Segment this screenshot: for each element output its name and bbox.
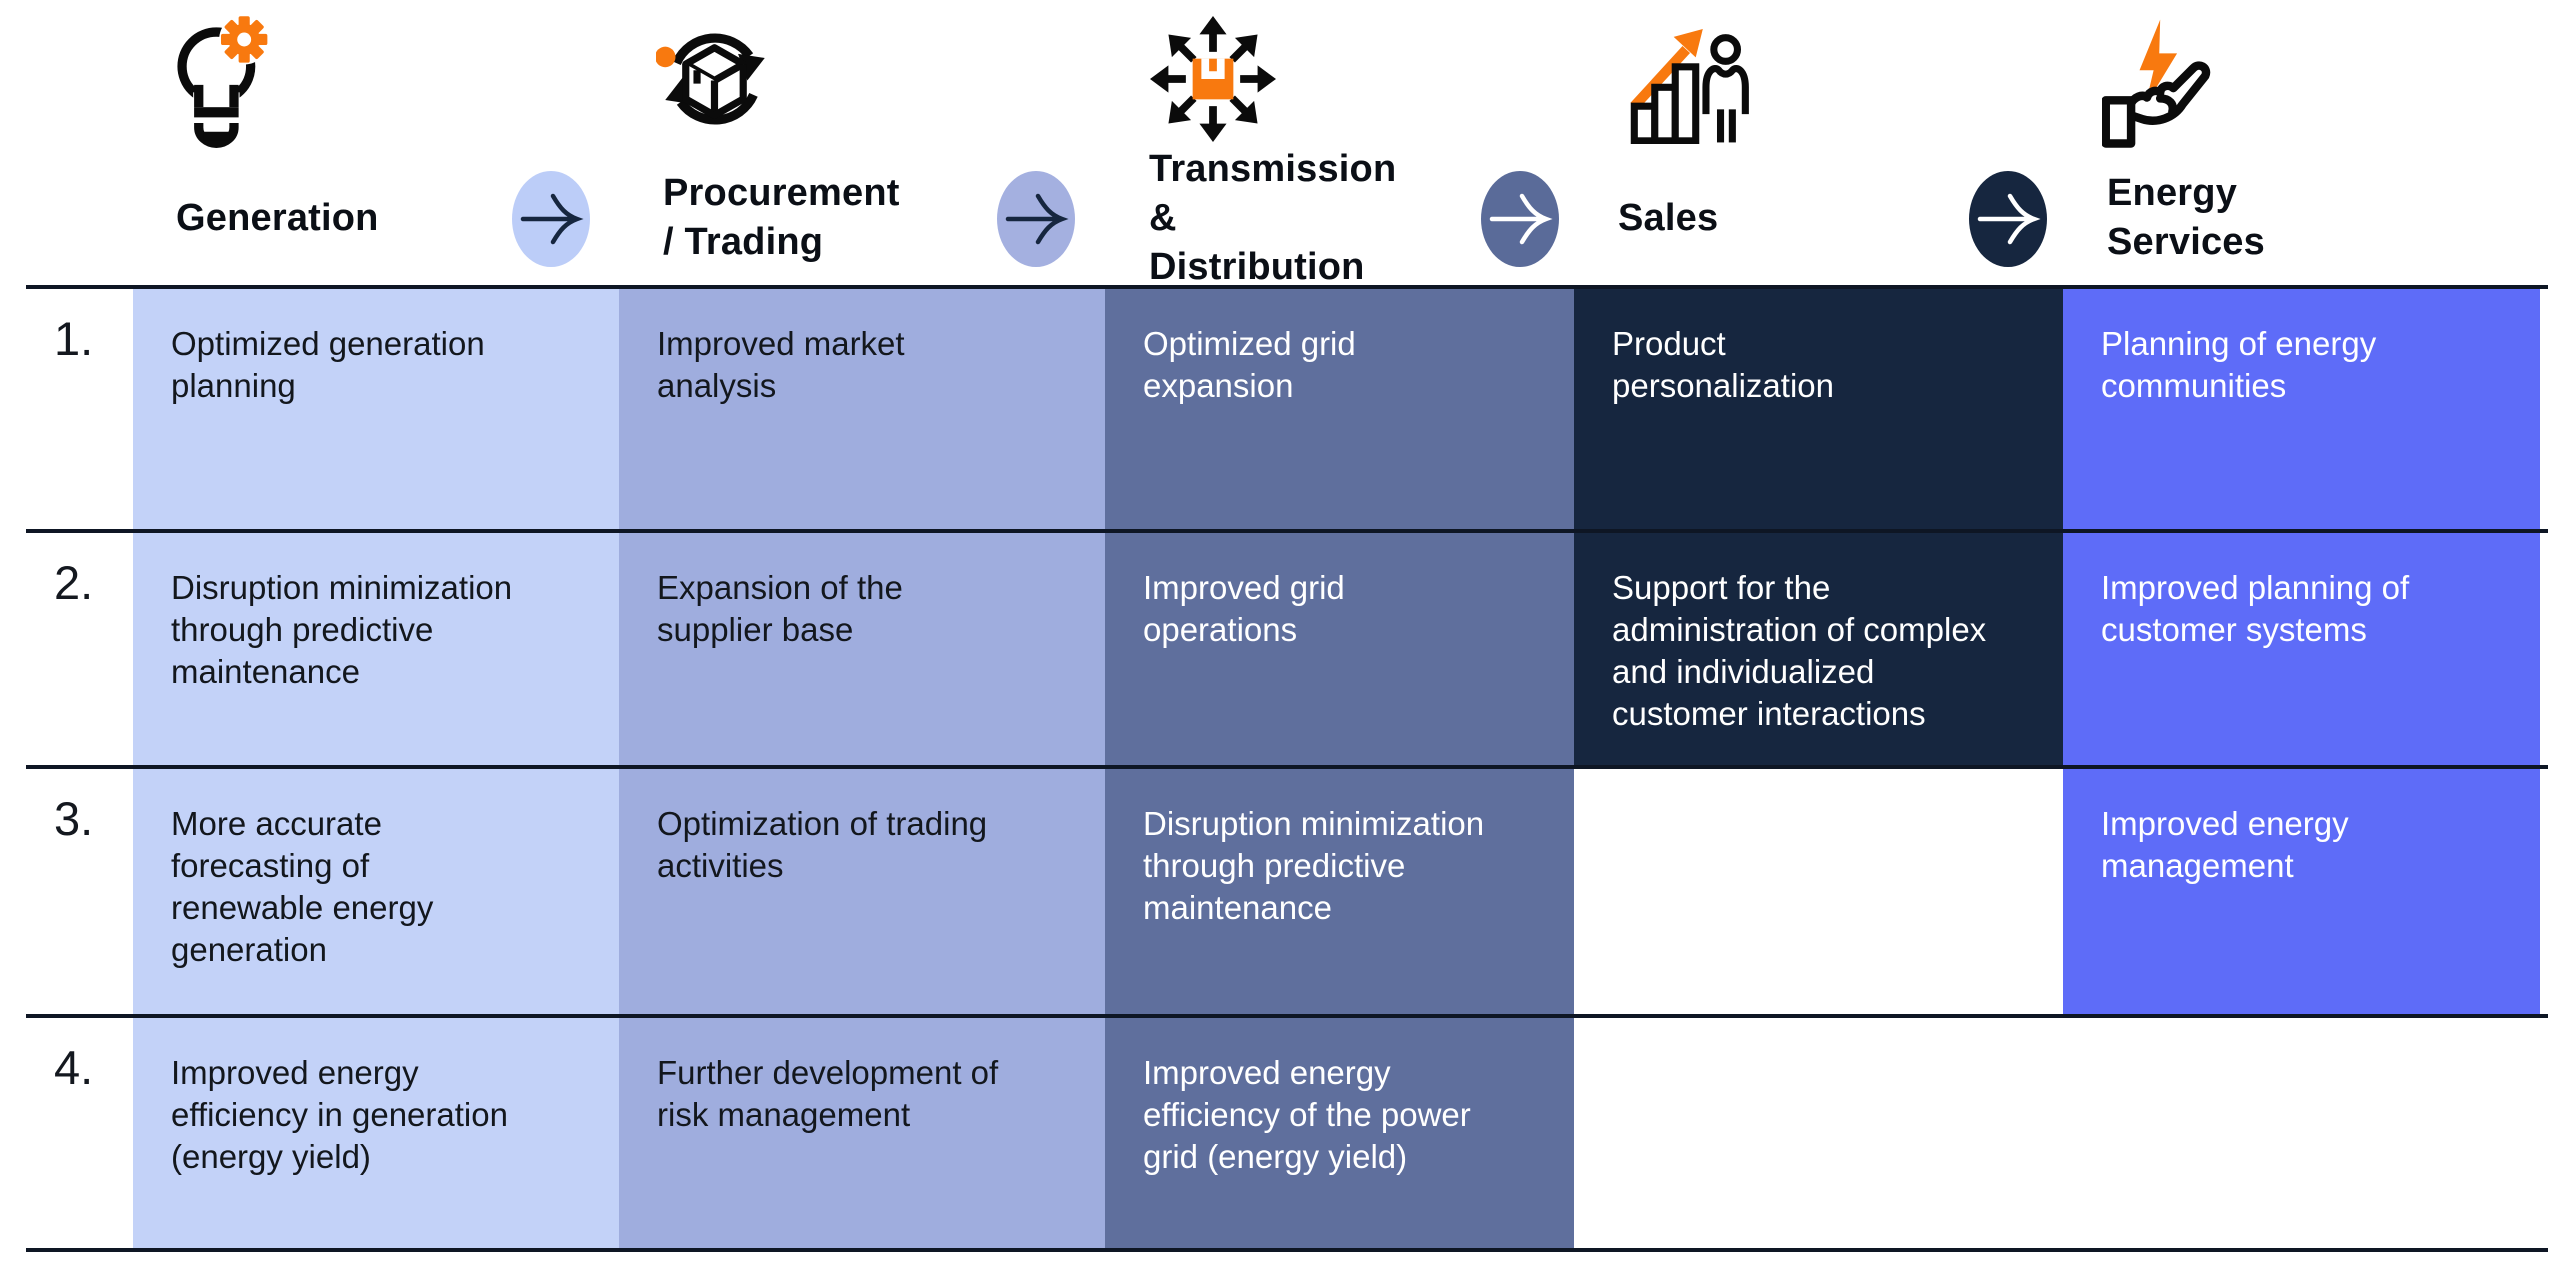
row-number: 3. (54, 792, 94, 845)
row-separator (26, 529, 2548, 533)
orange-dot (656, 46, 676, 68)
arrow-right-icon (1969, 171, 2047, 267)
table-cell: Improved market analysis (619, 287, 1105, 531)
row-separator (26, 765, 2548, 769)
row-number: 2. (54, 556, 94, 609)
table-cell: Expansion of the supplier base (619, 531, 1105, 767)
stage-label-transmission: Transmission & Distribution (1149, 147, 1397, 288)
table-cell: Optimized grid expansion (1105, 287, 1574, 531)
table-cell: Planning of energy communities (2063, 287, 2540, 531)
table-cell: Improved planning of customer systems (2063, 531, 2540, 767)
table-cell: Product personalization (1574, 287, 2063, 531)
gear-icon (221, 16, 268, 63)
stage-label-generation: Generation (176, 196, 379, 239)
table-cell: Further development of risk management (619, 1016, 1105, 1250)
stage-label-sales: Sales (1618, 196, 1719, 239)
table-cell: Improved energy efficiency of the power … (1105, 1016, 1574, 1250)
table-cell: Improved energy management (2063, 767, 2540, 1016)
table-bottom-line (26, 1248, 2548, 1252)
table-cell: Disruption minimization through predicti… (1105, 767, 1574, 1016)
arrow-right-icon (1481, 171, 1559, 267)
lightbulb-gear-icon (177, 14, 270, 148)
stage-label-procurement: Procurement / Trading (663, 172, 900, 263)
table-cell: Support for the administration of comple… (1574, 531, 2063, 767)
table-cell: Improved energy efficiency in generation… (133, 1016, 619, 1250)
stage-label-energy-services: Energy Services (2107, 172, 2265, 263)
row-separator (26, 1014, 2548, 1018)
table-cell: More accurate forecasting of renewable e… (133, 767, 619, 1016)
table-cell: Improved grid operations (1105, 531, 1574, 767)
distribution-arrows-icon (1150, 16, 1276, 142)
table-top-line (26, 285, 2548, 289)
table-cell: Optimized generation planning (133, 287, 619, 531)
hand-lightning-icon (2102, 19, 2211, 148)
arrow-right-icon (512, 171, 590, 267)
table-cell: Disruption minimization through predicti… (133, 531, 619, 767)
row-number: 4. (54, 1041, 94, 1094)
box-cycle-icon (656, 33, 765, 125)
table-cell: Optimization of trading activities (619, 767, 1105, 1016)
row-number: 1. (54, 312, 94, 365)
arrow-right-icon (997, 171, 1075, 267)
lightning-icon (2139, 19, 2178, 106)
growth-chart-person-icon (1630, 29, 1749, 144)
